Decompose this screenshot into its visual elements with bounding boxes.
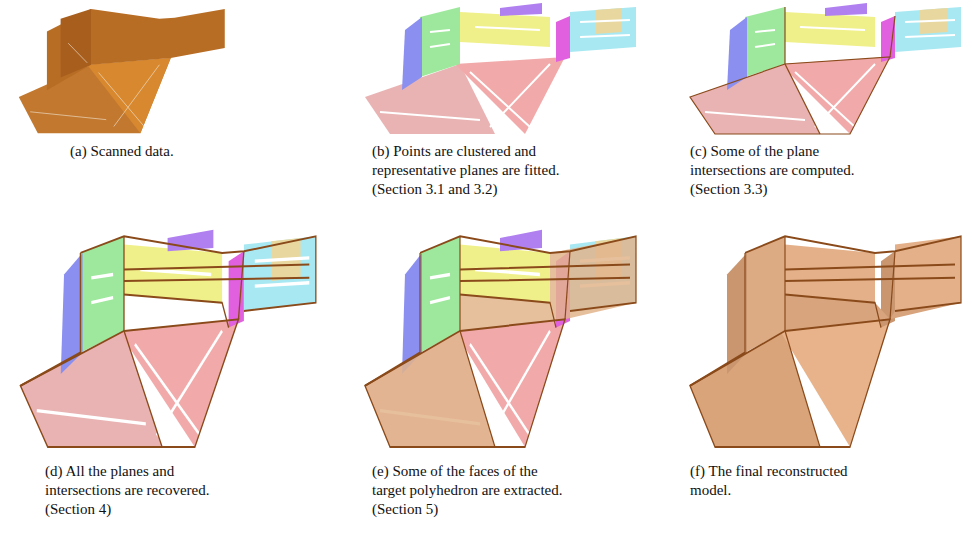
- subfigure-caption: (c) Some of the plane intersections are …: [690, 142, 895, 199]
- subfigure-caption: (b) Points are clustered and representat…: [372, 142, 572, 199]
- subfigure-caption: (d) All the planes and intersections are…: [45, 462, 240, 519]
- subfigure-caption: (e) Some of the faces of the target poly…: [372, 462, 572, 519]
- subfigure-caption: (f) The final reconstructed model.: [690, 462, 890, 500]
- subfigure-caption: (a) Scanned data.: [70, 142, 270, 161]
